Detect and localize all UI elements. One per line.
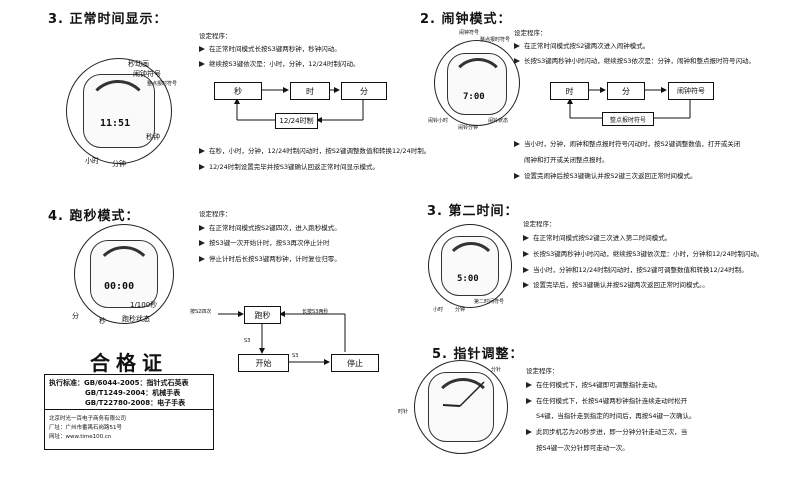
instruction-line: 设置完毕后，按S3键确认并按S2键两次返回正常时间模式。。 (523, 281, 709, 289)
arrow-icon (514, 173, 520, 179)
flow-box-run: 跑秒 (244, 306, 281, 324)
flow-box-start: 开始 (238, 354, 289, 372)
section-4-title: 4. 跑秒模式： (48, 209, 140, 224)
flow-box-hour: 时 (290, 82, 330, 100)
label-alarm-minute: 闹铃分钟 (458, 125, 479, 131)
program-label: 设定程序： (199, 210, 232, 218)
lcd-readout: 7:00 (463, 92, 485, 102)
flow-label-s3-stop: S3 (292, 353, 299, 359)
certificate-address: 厂址：广州市番禺石岗路51号 (49, 425, 122, 431)
flow-box-pm-symbol: 整点报时符号 (602, 112, 654, 126)
flow-box-format: 12/24时制 (275, 113, 318, 129)
label-second-animation: 秒动画 (128, 60, 149, 68)
instruction-line: 此同步机芯为20秒步进，即一分钟分针走动三次，当 (526, 428, 687, 436)
instruction-line: 在任何模式下，长按S4键两秒钟指针连续走动时松开 (526, 397, 687, 405)
arrow-icon (526, 382, 532, 388)
instruction-line: 在正常时间模式按S2键四次，进入跑秒模式。 (199, 224, 341, 232)
instruction-line: 在正常时间模式按S2键两次进入闹钟模式。 (514, 42, 649, 50)
lcd-readout: 00:00 (104, 281, 135, 292)
quality-certificate: 合格证 执行标准：GB/6044-2005：指针式石英表 GB/T1249-20… (44, 351, 214, 450)
label-alarm-symbol: 闹钟符号 (133, 70, 161, 78)
instruction-line: 12/24时制设置完毕并按S3键确认回返正常时间显示模式。 (199, 163, 379, 171)
label-second-hour: 小时 (433, 307, 444, 313)
instruction-line: 闹钟和打开或关闭整点报时。 (524, 156, 609, 164)
arrow-icon (199, 240, 205, 246)
label-alarm-hour: 闹铃小时 (428, 118, 449, 124)
arrow-icon (199, 164, 205, 170)
arrow-icon (526, 429, 532, 435)
flow-box-alarm-hour: 时 (550, 82, 589, 100)
standard-electronic: GB/T22780-2008：电子手表 (85, 399, 186, 407)
flow-box-minute: 分 (341, 82, 387, 100)
arrow-icon (523, 251, 529, 257)
arrow-icon (199, 148, 205, 154)
label-second: 秒钟 (146, 133, 160, 141)
instruction-line: 按S3键一次开始计时，按S3再次停止计时 (199, 239, 330, 247)
arrow-icon (514, 43, 520, 49)
label-sw-state: 跑秒状态 (122, 315, 150, 323)
flow-box-alarm-minute: 分 (607, 82, 645, 100)
flow-box-second: 秒 (214, 82, 262, 100)
lcd-readout: 5:00 (457, 274, 479, 284)
standards-block: 执行标准：GB/6044-2005：指针式石英表 (49, 379, 189, 387)
label-sw-minute: 分 (72, 312, 79, 320)
label-alarm-state: 闹铃状态 (488, 118, 509, 124)
label-pm-symbol: 整点报时符号 (480, 37, 511, 43)
label-pm-symbol: 整点报时符号 (147, 81, 178, 87)
instruction-line: S4键，当指针走到指定的时间后，再按S4键一次确认。 (536, 412, 696, 420)
arrow-icon (523, 267, 529, 273)
label-hour-hand: 时针 (398, 409, 409, 415)
certificate-title: 合格证 (90, 351, 168, 375)
standard-mechanical: GB/T1249-2004：机械手表 (85, 389, 181, 397)
arrow-icon (199, 225, 205, 231)
instruction-line: 长按S3键两秒钟小时闪动，继续按S3键依次是：小时，分钟和12/24时制闪动。 (523, 250, 763, 258)
label-alarm-symbol: 闹钟符号 (459, 30, 480, 36)
flow-box-stop: 停止 (331, 354, 379, 372)
flow-label-reset: 长按S3两秒 (302, 309, 329, 315)
flow-label-s3-start: S3 (244, 338, 251, 344)
arrow-icon (199, 256, 205, 262)
instruction-line: 停止计时后长按S3键两秒钟，计时复位归零。 (199, 255, 341, 263)
label-second-minute: 分钟 (455, 307, 466, 313)
arrow-icon (523, 235, 529, 241)
program-label: 设定程序： (523, 220, 556, 228)
arrow-icon (526, 398, 532, 404)
section-2-title: 2. 闹钟模式： (420, 12, 512, 27)
section-3-title: 3. 正常时间显示： (48, 12, 168, 27)
arrow-icon (199, 46, 205, 52)
label-hour: 小时 (85, 157, 99, 165)
certificate-website: 网址：www.time100.cn (49, 434, 112, 440)
program-label: 设定程序： (514, 29, 547, 37)
label-second-time-symbol: 第二时间符号 (474, 299, 505, 305)
instruction-line: 当小时，分钟，闹钟和整点报时符号闪动时，按S2键调整数值，打开或关闭 (514, 140, 740, 148)
arrow-icon (199, 61, 205, 67)
instruction-line: 当小时，分钟和12/24时制闪动时，按S2键可调整数值和转换12/24时制。 (523, 266, 748, 274)
instruction-line: 在秒，小时，分钟，12/24时制闪动时，按S2键调整数值和转换12/24时制。 (199, 147, 430, 155)
instruction-line: 在任何模式下，按S4键即可调整指针走动。 (526, 381, 661, 389)
program-label: 设定程序： (526, 367, 559, 375)
label-sw-second: 秒 (99, 317, 106, 325)
section-5-title: 5. 指针调整： (432, 347, 524, 362)
lcd-readout: 11:51 (100, 118, 131, 129)
section-second-time-title: 3. 第二时间： (427, 204, 519, 219)
arrow-icon (523, 282, 529, 288)
label-hundredth: 1/100秒 (130, 301, 158, 309)
instruction-line: 继续按S3键依次是：小时，分钟，12/24时制闪动。 (199, 60, 360, 68)
label-minute-hand: 分针 (491, 367, 502, 373)
instruction-line: 长按S3键两秒钟小时闪动，继续按S3依次是：分钟，闹钟和整点报时符号闪动。 (514, 57, 755, 65)
instruction-line: 在正常时间模式按S2键三次进入第二时间模式。 (523, 234, 671, 242)
program-label: 设定程序： (199, 32, 232, 40)
label-minute: 分钟 (112, 160, 126, 168)
instruction-line: 按S4键一次分针即可走动一次。 (536, 444, 629, 452)
flow-box-alarm-symbol: 闹钟符号 (668, 82, 714, 100)
arrow-icon (514, 141, 520, 147)
instruction-line: 在正常时间模式长按S3键两秒钟，秒钟闪动。 (199, 45, 341, 53)
flow-label-enter: 按S2四次 (190, 309, 212, 315)
arrow-icon (514, 58, 520, 64)
instruction-line: 设置完闹钟后按S3键确认并按S2键三次返回正常时间模式。 (514, 172, 697, 180)
certificate-company: 北京时光一百电子商务有限公司 (49, 416, 127, 422)
